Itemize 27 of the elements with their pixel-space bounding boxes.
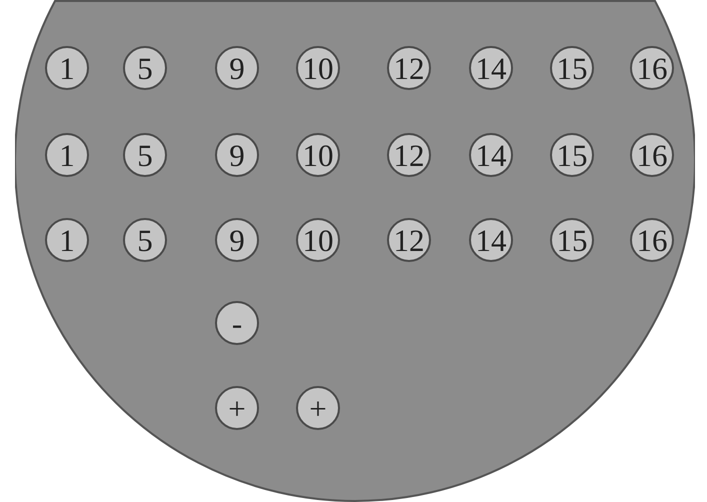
circle-label: 1 (59, 52, 75, 84)
circle-label: 10 (302, 224, 334, 256)
circle-label: 15 (556, 140, 588, 170)
circle-label: 1 (59, 224, 75, 256)
circle-label: 12 (394, 224, 424, 256)
circle-label: 5 (137, 140, 153, 170)
circle-label: 1 (59, 140, 75, 170)
circle-label: 16 (636, 140, 668, 170)
circle-label: 14 (476, 224, 506, 256)
circle-label: 5 (137, 52, 153, 84)
circle-label: 9 (229, 52, 245, 84)
circle-label: 16 (636, 52, 668, 84)
circle-label: 14 (476, 140, 506, 170)
circle-label: - (232, 308, 242, 338)
circle-label: 16 (636, 224, 668, 256)
circle-label: 12 (394, 140, 424, 170)
circle-label: 10 (302, 52, 334, 84)
circle-label: 15 (556, 224, 588, 256)
circle-label: 9 (229, 140, 245, 170)
circle-label: 15 (556, 52, 588, 84)
circle-label: 14 (476, 52, 506, 84)
circle-label: + (309, 392, 327, 424)
circle-label: 5 (137, 224, 153, 256)
circle-label: 9 (229, 224, 245, 256)
circle-label: + (228, 392, 246, 424)
circle-label: 12 (394, 52, 424, 84)
circle-label: 10 (302, 140, 334, 170)
